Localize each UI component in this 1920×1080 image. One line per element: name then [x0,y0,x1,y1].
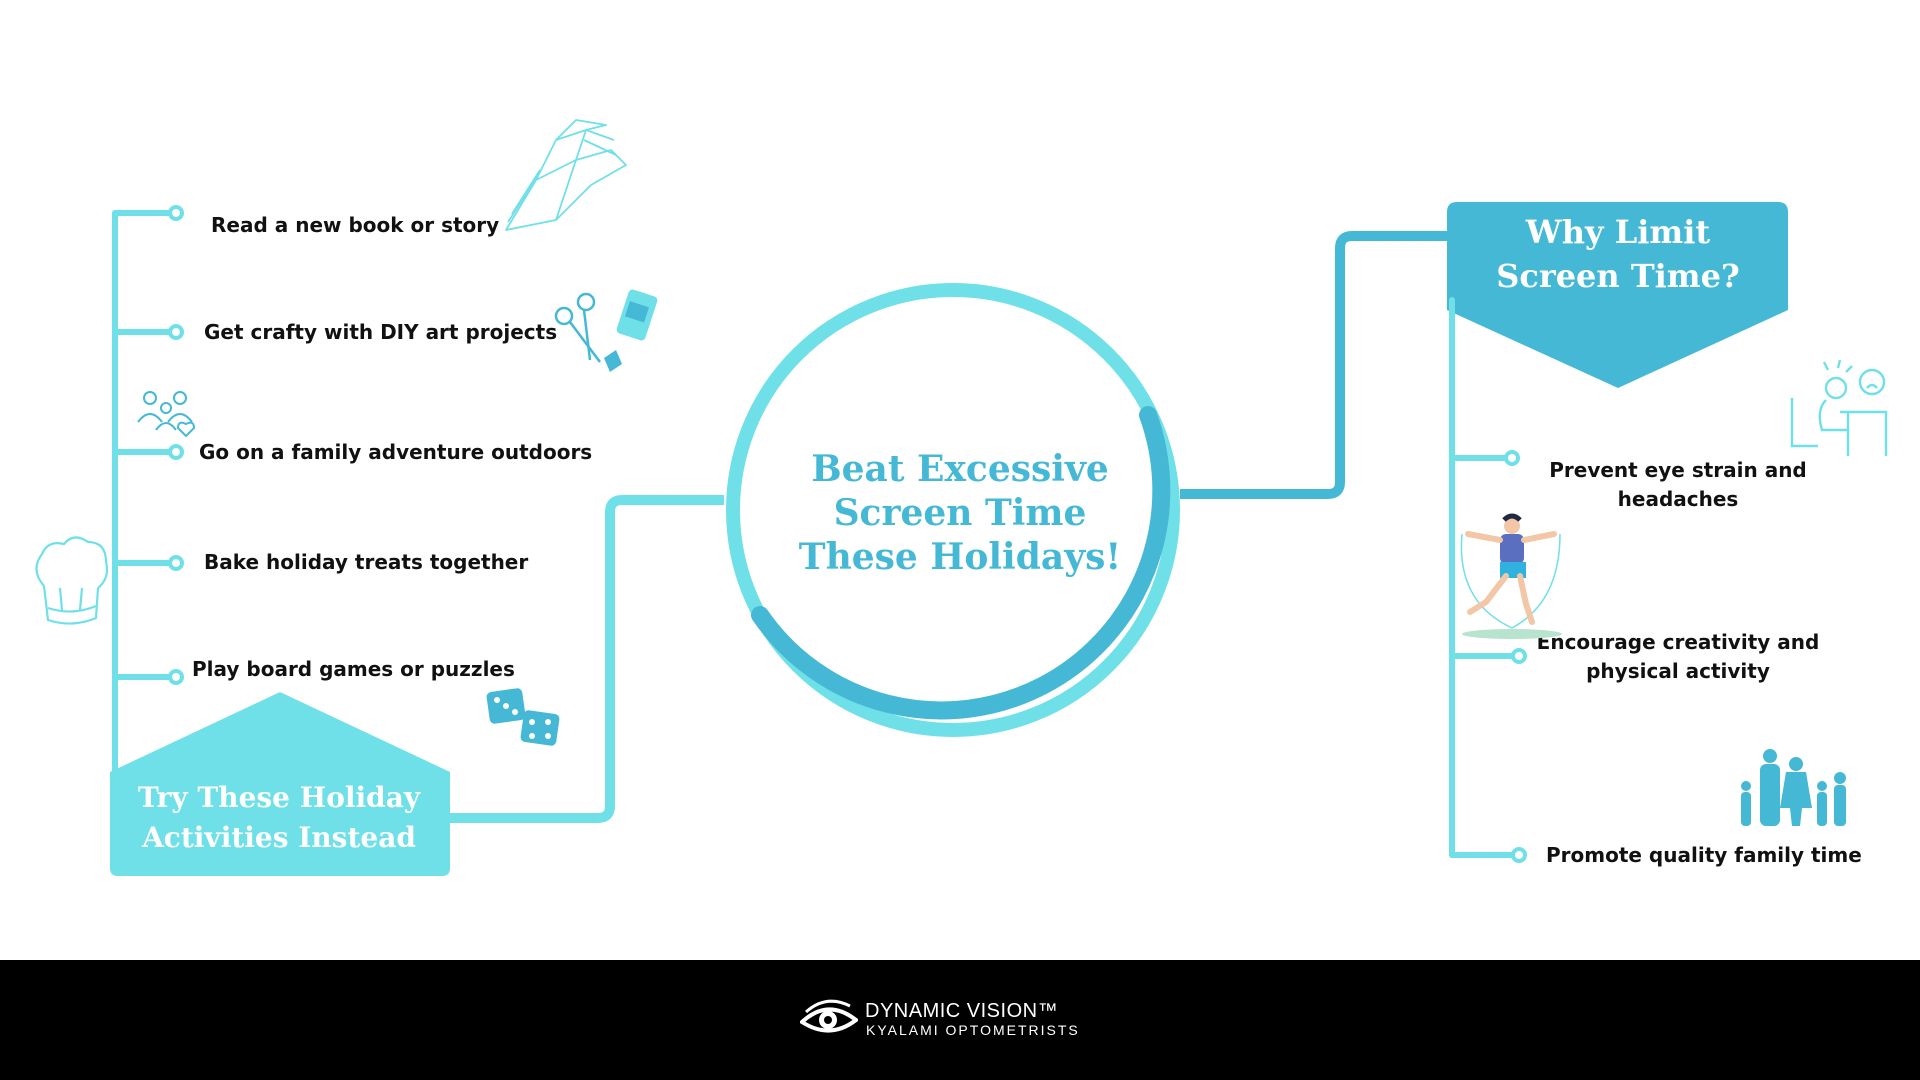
left-connector-nodes [168,205,184,685]
center-title-line-2: Screen Time [833,491,1087,534]
stressed-person-icon [1790,360,1888,456]
brand-logo: DYNAMIC VISION™ KYALAMI OPTOMETRISTS [800,996,1100,1046]
activity-item-book: Read a new book or story [211,213,500,237]
center-title-line-3: These Holidays! [798,535,1122,578]
right-branch-title-line-1: Why Limit [1525,213,1711,251]
right-branch-box [1447,202,1788,388]
left-branch-title: Try These Holiday Activities Instead [108,778,450,858]
right-connector-nodes [1504,450,1527,863]
center-to-right-connector [1180,231,1450,499]
open-book-icon [505,119,627,231]
eye-logo-icon [800,999,858,1033]
brand-name: DYNAMIC VISION™ [865,1000,1059,1022]
dice-icon [486,688,560,746]
scissors-glue-icon [554,289,658,372]
right-connectors [1449,297,1522,858]
left-to-center-connector [450,495,724,823]
reason-item-family-time: Promote quality family time [1546,843,1862,867]
footer-bar: DYNAMIC VISION™ KYALAMI OPTOMETRISTS [0,960,1920,1080]
left-branch-box [110,692,450,876]
right-branch-title-line-2: Screen Time? [1496,257,1740,295]
center-title: Beat Excessive Screen Time These Holiday… [760,448,1160,580]
left-connectors [112,210,179,793]
left-branch-title-line-1: Try These Holiday [137,781,421,814]
center-title-line-1: Beat Excessive [811,448,1109,490]
activity-item-bake: Bake holiday treats together [204,550,529,574]
chef-hat-icon [35,536,109,625]
activity-item-outdoors: Go on a family adventure outdoors [199,440,593,464]
center-circle [726,283,1180,737]
brand-subtitle: KYALAMI OPTOMETRISTS [866,1022,1080,1038]
activity-item-craft: Get crafty with DIY art projects [204,320,558,344]
left-branch-title-line-2: Activities Instead [142,821,416,854]
mind-map-diagram [110,202,1788,876]
activity-item-games: Play board games or puzzles [192,657,515,681]
family-silhouette-icon [1741,749,1846,826]
right-branch-title: Why Limit Screen Time? [1448,210,1788,298]
family-group-icon [137,391,196,438]
jump-rope-person-icon [1460,513,1562,639]
reason-item-eye-strain: Prevent eye strain and headaches [1549,458,1807,511]
reason-item-creativity: Encourage creativity and physical activi… [1536,630,1820,683]
